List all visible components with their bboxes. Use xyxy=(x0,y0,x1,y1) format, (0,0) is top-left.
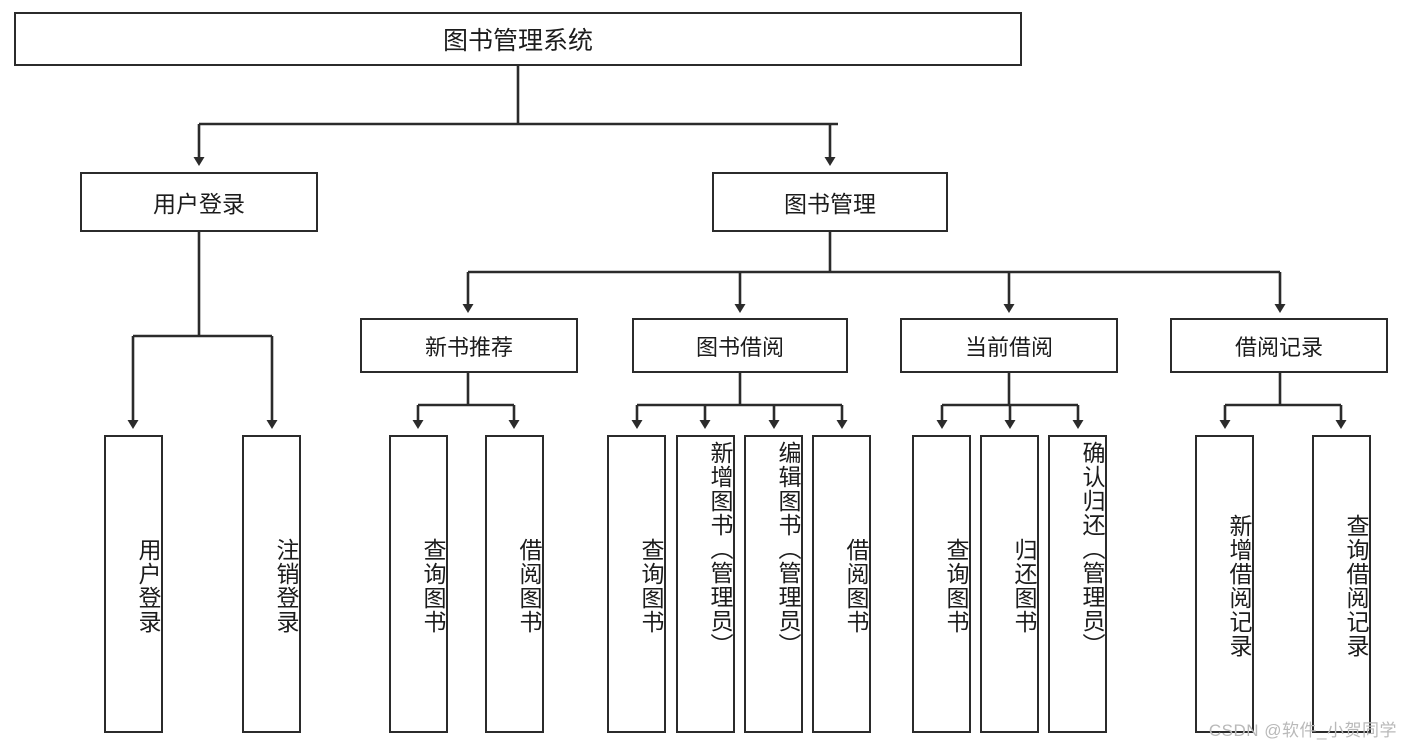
leaf-query-borrow-record[interactable]: 查询借阅记录 xyxy=(1312,435,1371,733)
csdn-watermark: CSDN @软件_小贺同学 xyxy=(1208,721,1397,740)
leaf-logout[interactable]: 注销登录 xyxy=(242,435,301,733)
node-label: 用户登录 xyxy=(135,538,161,634)
node-label: 查询借阅记录 xyxy=(1343,514,1369,658)
node-label: 新增借阅记录 xyxy=(1226,514,1252,658)
leaf-confirm-return-admin[interactable]: 确认归还（管理员） xyxy=(1048,435,1107,733)
leaf-edit-book-admin[interactable]: 编辑图书（管理员） xyxy=(744,435,803,733)
node-book-management-system[interactable]: 图书管理系统 xyxy=(14,12,1022,66)
node-label: 注销登录 xyxy=(273,538,299,634)
node-book-management[interactable]: 图书管理 xyxy=(712,172,948,232)
node-borrow-record[interactable]: 借阅记录 xyxy=(1170,318,1388,373)
node-label: 借阅记录 xyxy=(1234,334,1323,360)
node-label: 新增图书（管理员） xyxy=(707,441,733,657)
leaf-borrow-book[interactable]: 借阅图书 xyxy=(812,435,871,733)
leaf-add-book-admin[interactable]: 新增图书（管理员） xyxy=(676,435,735,733)
node-label: 图书管理系统 xyxy=(442,27,593,55)
node-user-login[interactable]: 用户登录 xyxy=(80,172,318,232)
node-new-book-recommend[interactable]: 新书推荐 xyxy=(360,318,578,373)
leaf-return-book[interactable]: 归还图书 xyxy=(980,435,1039,733)
node-label: 图书管理 xyxy=(784,191,876,217)
leaf-user-login[interactable]: 用户登录 xyxy=(104,435,163,733)
leaf-query-book-current[interactable]: 查询图书 xyxy=(912,435,971,733)
node-label: 新书推荐 xyxy=(424,334,513,360)
node-label: 查询图书 xyxy=(943,538,969,634)
node-label: 借阅图书 xyxy=(843,538,869,634)
leaf-query-book-borrow[interactable]: 查询图书 xyxy=(607,435,666,733)
node-label: 当前借阅 xyxy=(964,334,1053,360)
node-book-borrow[interactable]: 图书借阅 xyxy=(632,318,848,373)
node-label: 用户登录 xyxy=(153,191,245,217)
node-label: 编辑图书（管理员） xyxy=(775,441,801,657)
node-current-borrow[interactable]: 当前借阅 xyxy=(900,318,1118,373)
node-label: 确认归还（管理员） xyxy=(1079,441,1105,657)
leaf-query-book-recommend[interactable]: 查询图书 xyxy=(389,435,448,733)
node-label: 借阅图书 xyxy=(516,538,542,634)
node-label: 查询图书 xyxy=(420,538,446,634)
node-label: 查询图书 xyxy=(638,538,664,634)
leaf-borrow-book-recommend[interactable]: 借阅图书 xyxy=(485,435,544,733)
node-label: 归还图书 xyxy=(1011,538,1037,634)
leaf-add-borrow-record[interactable]: 新增借阅记录 xyxy=(1195,435,1254,733)
node-label: 图书借阅 xyxy=(695,334,784,360)
